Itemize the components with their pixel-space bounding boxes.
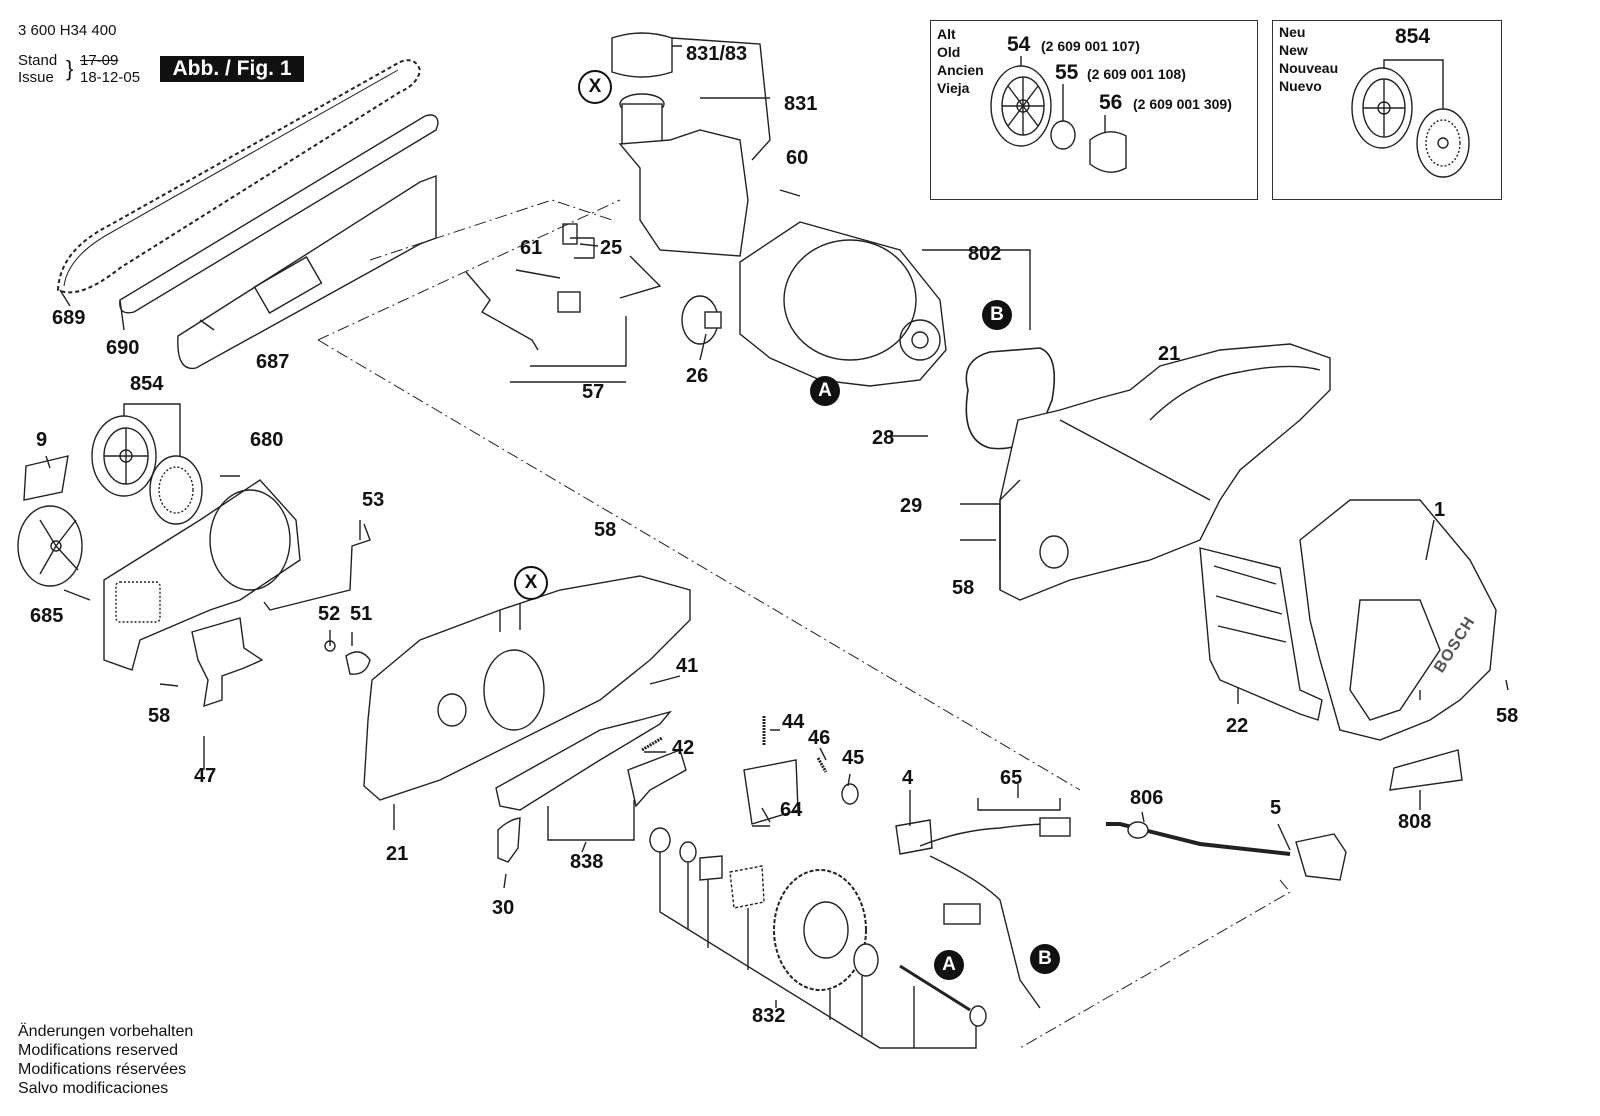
- callout-58-d: 58: [1496, 705, 1519, 727]
- callout-687: 687: [256, 351, 290, 373]
- callout-21-top: 21: [1158, 343, 1181, 365]
- callout-806: 806: [1130, 787, 1164, 809]
- figure-label: Abb. / Fig. 1: [160, 56, 304, 82]
- issue-date: 18-12-05: [80, 69, 141, 86]
- note-es: Salvo modificaciones: [18, 1080, 169, 1097]
- marker-b-cable: B: [1030, 944, 1060, 974]
- inset-old-parts: Alt Old Ancien Vieja 54 (2 609 001 107) …: [930, 20, 1258, 200]
- callout-64: 64: [780, 799, 803, 821]
- lang-label: New: [1279, 42, 1308, 58]
- sprocket-cover-685-illustration: [17, 505, 83, 587]
- callout-838: 838: [570, 851, 604, 873]
- part-55-code: (2 609 001 108): [1087, 66, 1186, 82]
- callout-25: 25: [600, 237, 623, 259]
- callout-9: 9: [36, 429, 48, 451]
- callout-29: 29: [900, 495, 923, 517]
- marker-a-cable: A: [934, 950, 964, 980]
- new-flange-854-illustration: [1351, 59, 1470, 178]
- note-de: Änderungen vorbehalten: [18, 1023, 194, 1040]
- callout-60: 60: [786, 147, 809, 169]
- disclaimer-notes: Änderungen vorbehalten Modifications res…: [18, 1022, 193, 1098]
- callout-58-c: 58: [148, 705, 171, 727]
- callout-42: 42: [672, 737, 695, 759]
- callout-680: 680: [250, 429, 284, 451]
- callout-61: 61: [520, 237, 543, 259]
- callout-47: 47: [194, 765, 217, 787]
- stand-label: Stand: [18, 52, 58, 69]
- lang-label: Nuevo: [1279, 78, 1322, 94]
- callout-53: 53: [362, 489, 385, 511]
- callout-57: 57: [582, 381, 605, 403]
- lang-label: Neu: [1279, 24, 1306, 40]
- chain-cover-illustration: [103, 479, 301, 671]
- housing-half-illustration: [363, 575, 691, 801]
- callout-44: 44: [782, 711, 805, 733]
- old-flange-54-illustration: [990, 56, 1127, 173]
- part-54-code: (2 609 001 107): [1041, 38, 1140, 54]
- inset-new-parts: Neu New Nouveau Nuevo 854: [1272, 20, 1502, 200]
- label-9-illustration: [23, 455, 69, 501]
- callout-65: 65: [1000, 767, 1023, 789]
- note-en: Modifications reserved: [18, 1042, 179, 1059]
- part-55-number: 55: [1055, 61, 1079, 84]
- lang-label: Ancien: [937, 62, 984, 78]
- callout-22: 22: [1226, 715, 1249, 737]
- callout-1: 1: [1434, 499, 1446, 521]
- part-56-number: 56: [1099, 91, 1123, 114]
- document-number: 3 600 H34 400: [18, 22, 117, 39]
- callout-30: 30: [492, 897, 515, 919]
- lang-label: Old: [937, 44, 961, 60]
- callout-854: 854: [130, 373, 164, 395]
- callout-5: 5: [1270, 797, 1282, 819]
- callout-41: 41: [676, 655, 699, 677]
- note-fr: Modifications réservées: [18, 1061, 187, 1078]
- callout-831-83: 831/83: [686, 43, 748, 65]
- callout-802: 802: [968, 243, 1002, 265]
- motor-illustration: [739, 221, 1031, 387]
- callout-4: 4: [902, 767, 914, 789]
- callout-51: 51: [350, 603, 373, 625]
- motor-housing-illustration: [1299, 499, 1497, 741]
- part-854-inset-number: 854: [1395, 25, 1431, 48]
- marker-x-top: X: [578, 70, 612, 104]
- issue-label: Issue: [18, 69, 54, 86]
- callout-21-bottom: 21: [386, 843, 409, 865]
- marker-x-mid: X: [514, 566, 548, 600]
- callout-689: 689: [52, 307, 86, 329]
- flange-854-illustration: [91, 403, 203, 525]
- callout-685: 685: [30, 605, 64, 627]
- callout-832: 832: [752, 1005, 786, 1027]
- side-cover-illustration: [1199, 547, 1323, 721]
- inset-old-languages: Alt Old Ancien Vieja: [937, 25, 984, 97]
- saw-chain-illustration: [56, 59, 422, 294]
- callout-58-a: 58: [952, 577, 975, 599]
- callout-28: 28: [872, 427, 895, 449]
- callout-52: 52: [318, 603, 341, 625]
- stand-date: 17-09: [80, 52, 119, 69]
- bar-cover-illustration: [177, 174, 437, 370]
- callout-690: 690: [106, 337, 140, 359]
- marker-b-motor: B: [982, 300, 1012, 330]
- callout-808: 808: [1398, 811, 1432, 833]
- callout-45: 45: [842, 747, 865, 769]
- lang-label: Nouveau: [1279, 60, 1339, 76]
- part-54-number: 54: [1007, 33, 1031, 56]
- callout-46: 46: [808, 727, 831, 749]
- brace: }: [66, 56, 74, 81]
- callout-831: 831: [784, 93, 818, 115]
- marker-a-motor: A: [810, 376, 840, 406]
- part-56-code: (2 609 001 309): [1133, 96, 1232, 112]
- housing-illustration: [999, 343, 1331, 601]
- oil-tank-illustration: [611, 32, 771, 257]
- lang-label: Vieja: [937, 80, 970, 96]
- inset-new-languages: Neu New Nouveau Nuevo: [1279, 23, 1338, 95]
- callout-26: 26: [686, 365, 709, 387]
- lang-label: Alt: [937, 26, 956, 42]
- callout-58-b: 58: [594, 519, 617, 541]
